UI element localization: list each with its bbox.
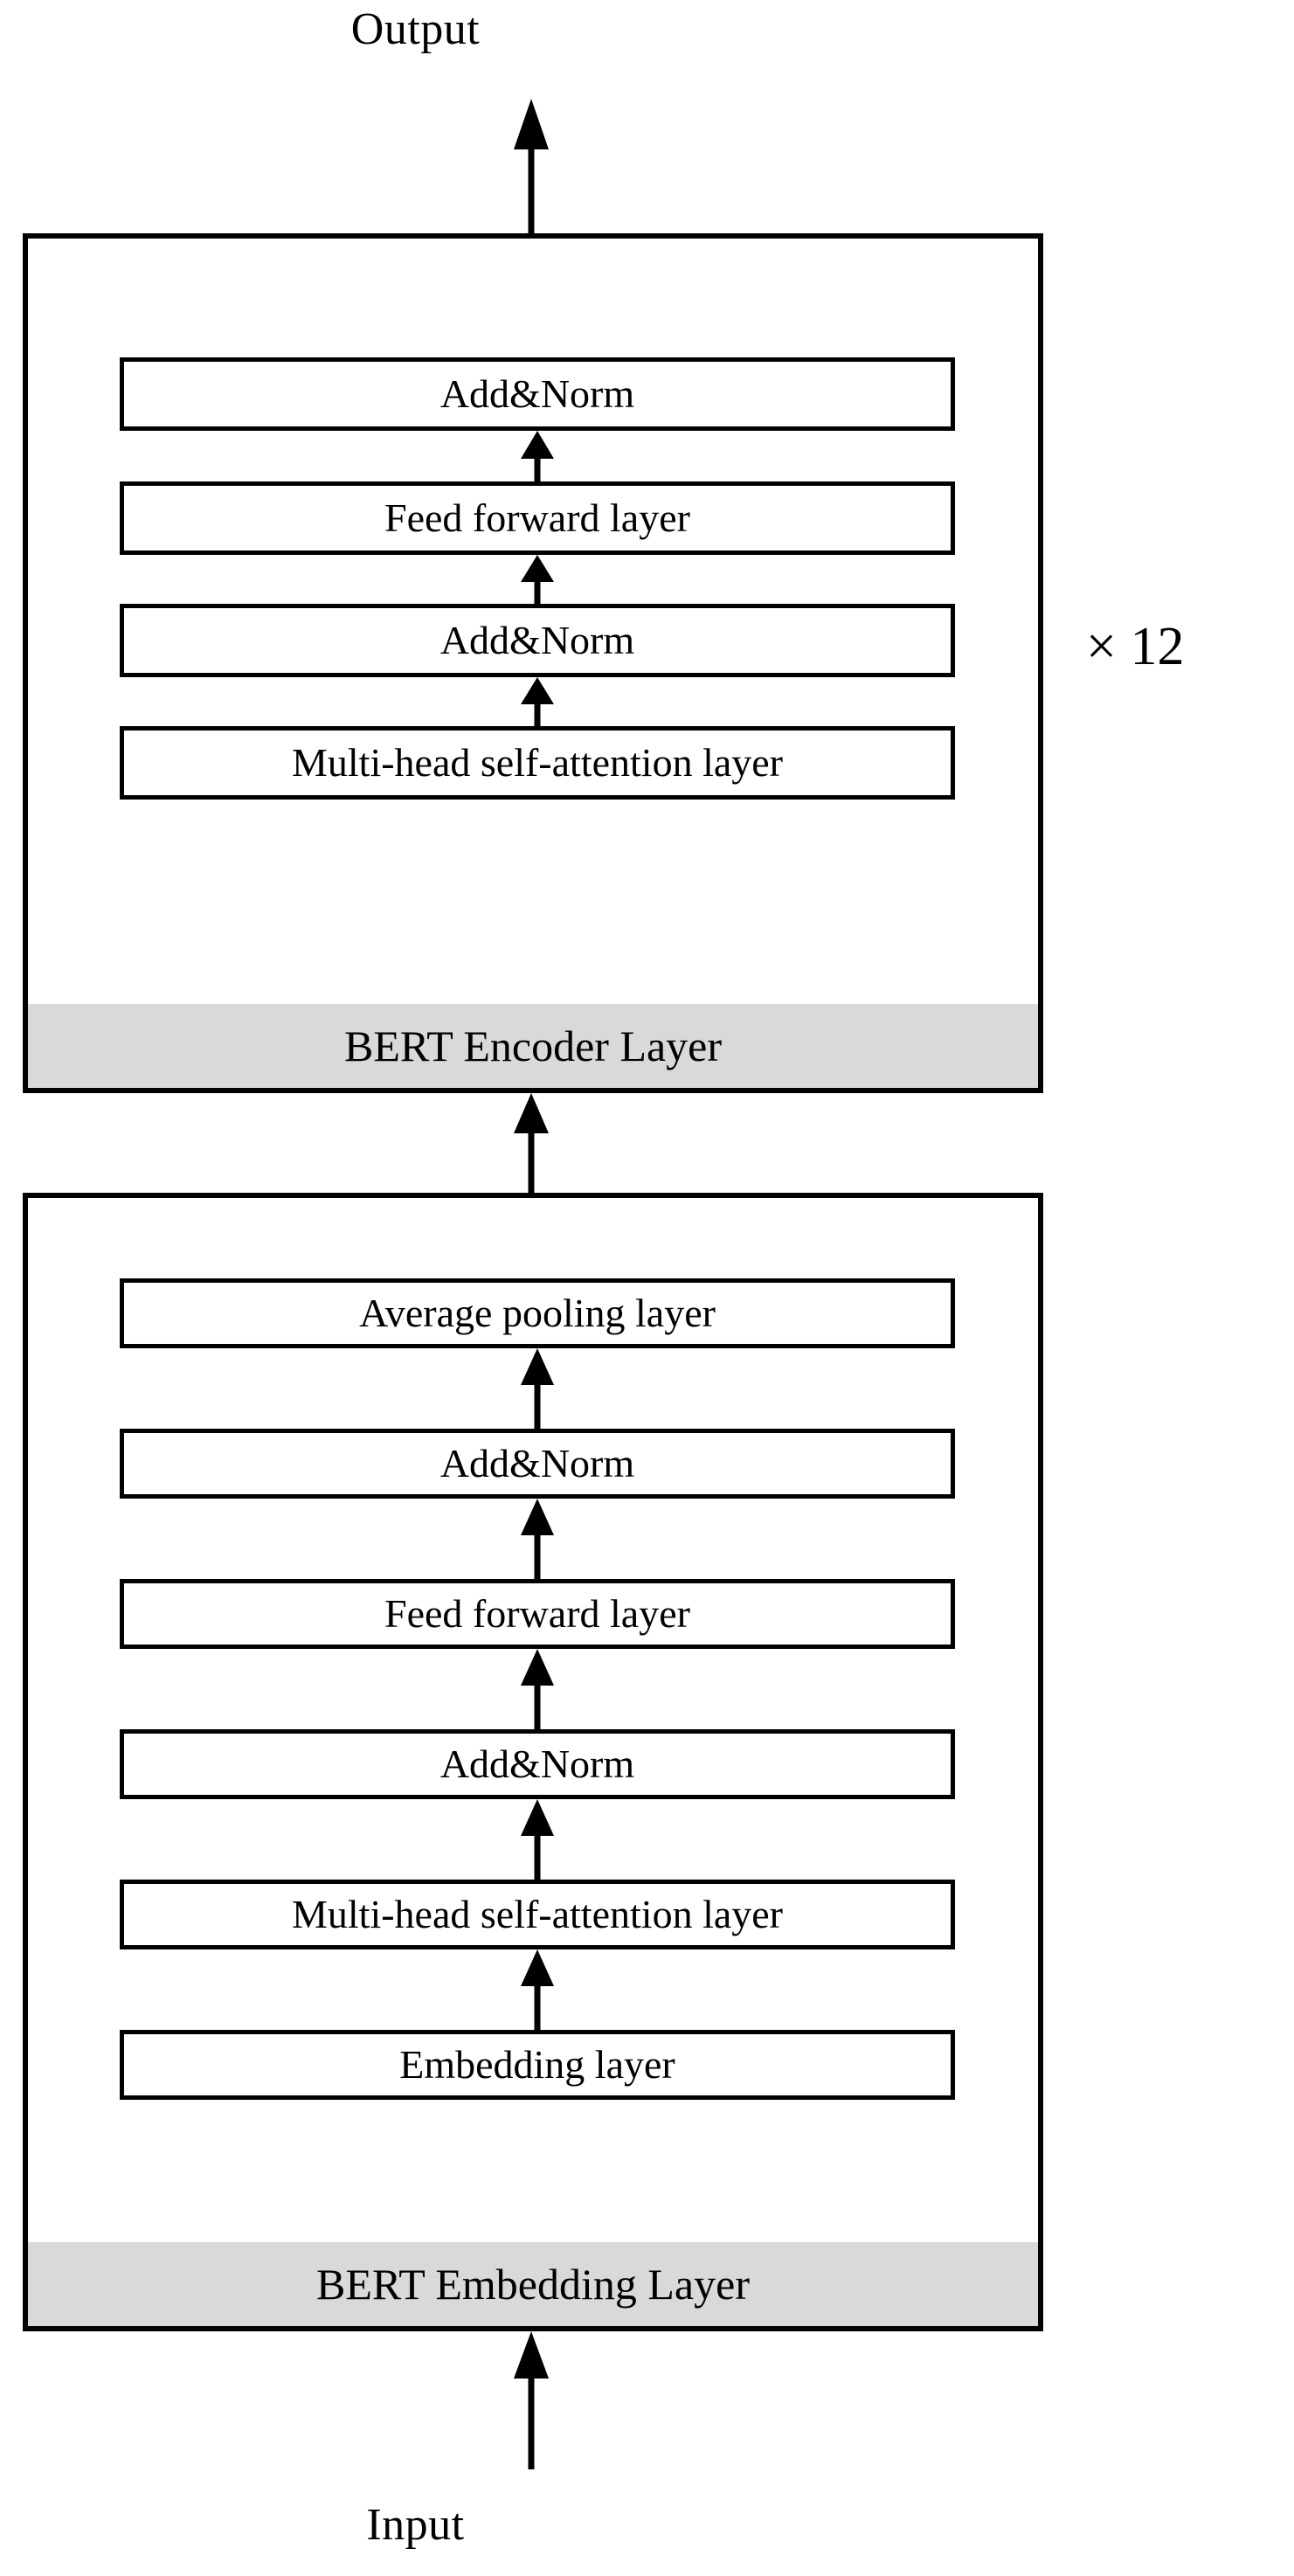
arrow-emb-feedforward-to-norm1-icon <box>516 1499 559 1579</box>
band-bert-embedding-layer: BERT Embedding Layer <box>28 2242 1038 2326</box>
layer-box-multi-head-self-attention[interactable]: Multi-head self-attention layer <box>120 726 955 800</box>
arrow-input-to-embedding-icon <box>509 2331 553 2469</box>
layer-box-add-norm-lower[interactable]: Add&Norm <box>120 604 955 677</box>
arrow-to-output-icon <box>509 99 553 235</box>
band-bert-encoder-layer: BERT Encoder Layer <box>28 1004 1038 1088</box>
layer-box-add-norm-upper[interactable]: Add&Norm <box>120 357 955 431</box>
bert-encoder-layer-group: Add&Norm Feed forward layer Add&Norm Mul… <box>23 233 1043 1093</box>
output-label: Output <box>350 4 481 54</box>
layer-box-add-norm-upper[interactable]: Add&Norm <box>120 1429 955 1499</box>
layer-box-add-norm-lower[interactable]: Add&Norm <box>120 1729 955 1799</box>
arrow-emb-attention-to-norm2-icon <box>516 1799 559 1880</box>
arrow-enc-norm2-to-feedforward-icon <box>516 555 559 604</box>
arrow-emb-embedding-to-attention-icon <box>516 1949 559 2030</box>
arrow-emb-norm1-to-pooling-icon <box>516 1348 559 1429</box>
layer-box-feed-forward[interactable]: Feed forward layer <box>120 481 955 555</box>
arrow-enc-attention-to-norm2-icon <box>516 677 559 726</box>
arrow-emb-norm2-to-feedforward-icon <box>516 1649 559 1729</box>
repeat-count-label: × 12 <box>1086 617 1185 676</box>
layer-box-average-pooling[interactable]: Average pooling layer <box>120 1278 955 1348</box>
input-label: Input <box>366 2500 465 2550</box>
layer-box-embedding[interactable]: Embedding layer <box>120 2030 955 2100</box>
arrow-embedding-to-encoder-icon <box>509 1093 553 1193</box>
arrow-enc-feedforward-to-norm1-icon <box>516 431 559 481</box>
layer-box-multi-head-self-attention[interactable]: Multi-head self-attention layer <box>120 1880 955 1949</box>
layer-box-feed-forward[interactable]: Feed forward layer <box>120 1579 955 1649</box>
bert-embedding-layer-group: Average pooling layer Add&Norm Feed forw… <box>23 1193 1043 2331</box>
